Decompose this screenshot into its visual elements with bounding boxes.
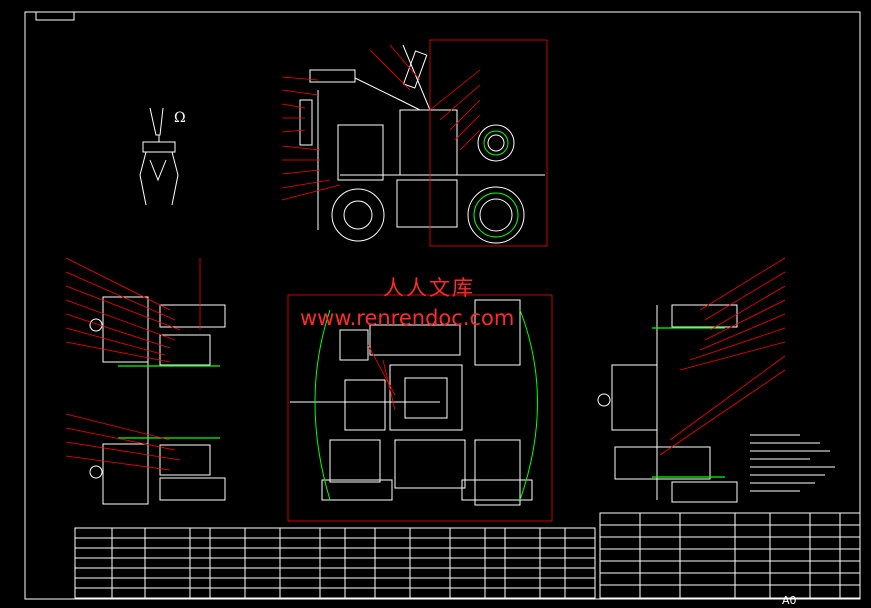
- top-view-green: [314, 309, 538, 501]
- left-side-view-leaders: [65, 257, 201, 471]
- right-side-view-leaders: [659, 257, 786, 456]
- top-view: [290, 299, 533, 506]
- front-view-leaders: [281, 39, 548, 247]
- parts-list: [74, 527, 596, 599]
- watermark-url: www.renrendoc.com: [300, 306, 515, 330]
- top-view-red: [287, 294, 553, 522]
- left-side-view-green: [118, 365, 220, 439]
- drawing-frame: [24, 11, 861, 600]
- right-side-view: [597, 304, 738, 503]
- sheet-size-label: A0: [782, 594, 797, 607]
- title-block: [599, 512, 861, 599]
- technical-notes: [750, 434, 835, 492]
- watermark-chinese: 人人文库: [383, 276, 475, 300]
- omega-symbol: Ω: [174, 110, 186, 126]
- gripper-detail: [139, 107, 179, 206]
- front-view-green: [473, 130, 519, 238]
- right-side-view-green: [652, 327, 725, 478]
